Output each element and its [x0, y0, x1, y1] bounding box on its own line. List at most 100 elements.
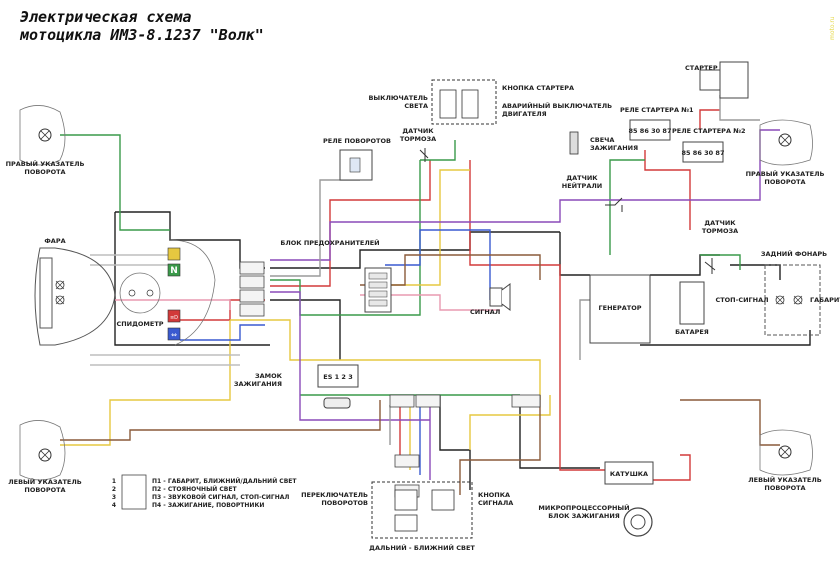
lamp-icon	[146, 289, 154, 297]
ignition-lock: Замок зажигания ES 1 2 3	[234, 364, 359, 409]
right-rear-turn-signal: Правый указатель поворота	[746, 119, 825, 186]
legend-number: 3	[112, 494, 116, 501]
wire	[60, 134, 170, 231]
battery: Батарея	[675, 281, 709, 336]
label: Блок предохранителей	[280, 238, 379, 247]
neutral-letter: N	[170, 266, 178, 276]
wire	[270, 179, 360, 277]
wire	[559, 232, 590, 276]
label: Датчик	[402, 127, 434, 135]
label: поворота	[764, 178, 805, 186]
label: поворота	[24, 168, 65, 176]
label: Правый указатель	[6, 159, 85, 168]
ignition-coil: Катушка	[604, 461, 654, 485]
ecu: Микропроцессорный блок зажигания	[538, 503, 653, 537]
starter-relay-1: Реле стартера №1 85 86 30 87	[620, 106, 694, 141]
wire	[459, 395, 541, 495]
label: Кнопка стартера	[502, 84, 574, 92]
label: Дальний - ближний свет	[369, 543, 475, 552]
wire	[730, 264, 781, 280]
legend-text: П2 - стояночный свет	[152, 485, 237, 493]
title-line-1: Электрическая схема	[20, 8, 192, 26]
label: Реле стартера №2	[672, 127, 746, 135]
wire	[270, 299, 341, 360]
label: зажигания	[590, 144, 638, 152]
label: Реле поворотов	[323, 137, 391, 145]
neutral-indicator	[167, 263, 181, 277]
label: поворота	[764, 484, 805, 492]
label: Генератор	[599, 304, 642, 312]
label: Реле стартера №1	[620, 106, 694, 114]
wire	[230, 319, 541, 400]
right-front-turn-signal: Правый указатель поворота	[6, 105, 85, 176]
high-beam-indicator-icon: ≡D	[170, 315, 178, 321]
label: Кнопка	[478, 491, 510, 499]
fuse-block: Блок предохранителей	[280, 238, 392, 313]
wire	[60, 320, 231, 446]
label: блок зажигания	[548, 512, 620, 520]
label: сигнала	[478, 499, 513, 507]
legend-number: 2	[112, 486, 116, 493]
wire	[640, 330, 811, 346]
horn: Сигнал	[470, 283, 511, 316]
label: Правый указатель	[746, 169, 825, 178]
label: Переключатель	[301, 491, 368, 499]
label: тормоза	[400, 135, 436, 143]
starter: Стартер	[685, 61, 749, 99]
front-brake-sensor: Датчик тормоза	[400, 127, 436, 162]
wires	[60, 95, 811, 495]
connectors	[239, 261, 541, 498]
label: нейтрали	[562, 181, 602, 190]
speedometer: Спидометр N ≡D ⇔	[116, 239, 216, 346]
turn-relay: Реле поворотов	[323, 137, 391, 181]
headlight: Фара	[34, 237, 116, 346]
label: Стартер	[685, 64, 718, 72]
label: зажигания	[234, 380, 282, 388]
starter-relay-2: Реле стартера №2 85 86 30 87	[672, 127, 746, 163]
wire	[420, 140, 456, 161]
label: Спидометр	[116, 320, 163, 328]
label: поворота	[24, 486, 65, 494]
label: Габарит	[810, 296, 840, 304]
turn-arrow-icon: ⇔	[171, 331, 177, 339]
legend-text: П3 - звуковой сигнал, стоп-сигнал	[152, 493, 289, 501]
wire	[519, 405, 600, 469]
label: Катушка	[610, 470, 648, 478]
wire	[719, 95, 760, 121]
generator: Генератор	[589, 274, 651, 344]
handlebar-left-switch-block: Переключатель поворотов Кнопка сигнала Д…	[301, 481, 513, 552]
rear-brake-sensor: Датчик тормоза	[702, 219, 738, 274]
left-rear-turn-signal: Левый указатель поворота	[748, 429, 822, 492]
label: Датчик	[566, 174, 598, 182]
spark-plug: Свеча зажигания	[569, 131, 638, 155]
label: Батарея	[675, 328, 709, 336]
label: Аварийный выключатель	[502, 101, 612, 110]
wire	[680, 399, 780, 446]
title-line-2: мотоцикла ИМЗ-8.1237 "Волк"	[19, 26, 264, 44]
label: Микропроцессорный	[538, 503, 629, 512]
label: Левый указатель	[8, 477, 82, 486]
label: Сигнал	[470, 308, 500, 316]
label: Стоп-сигнал	[715, 296, 768, 304]
label: двигателя	[502, 110, 547, 118]
label: Выключатель	[368, 94, 428, 102]
warning-indicator	[167, 309, 181, 323]
turn-indicator	[167, 327, 181, 341]
legend-number: 1	[112, 478, 116, 485]
wire	[600, 129, 780, 201]
wire	[115, 299, 231, 310]
wire	[270, 231, 560, 269]
legend-text: П4 - зажигание, повортники	[152, 502, 264, 509]
left-front-turn-signal: Левый указатель поворота	[8, 420, 82, 494]
indicator-yellow	[167, 247, 181, 261]
neutral-sensor: Датчик нейтрали	[562, 174, 623, 212]
wire	[700, 254, 741, 270]
wire	[270, 160, 431, 287]
lamp-icon	[128, 289, 136, 297]
wire	[60, 400, 381, 441]
wire	[270, 291, 430, 421]
key-icon	[323, 397, 351, 409]
label: поворотов	[321, 499, 368, 507]
